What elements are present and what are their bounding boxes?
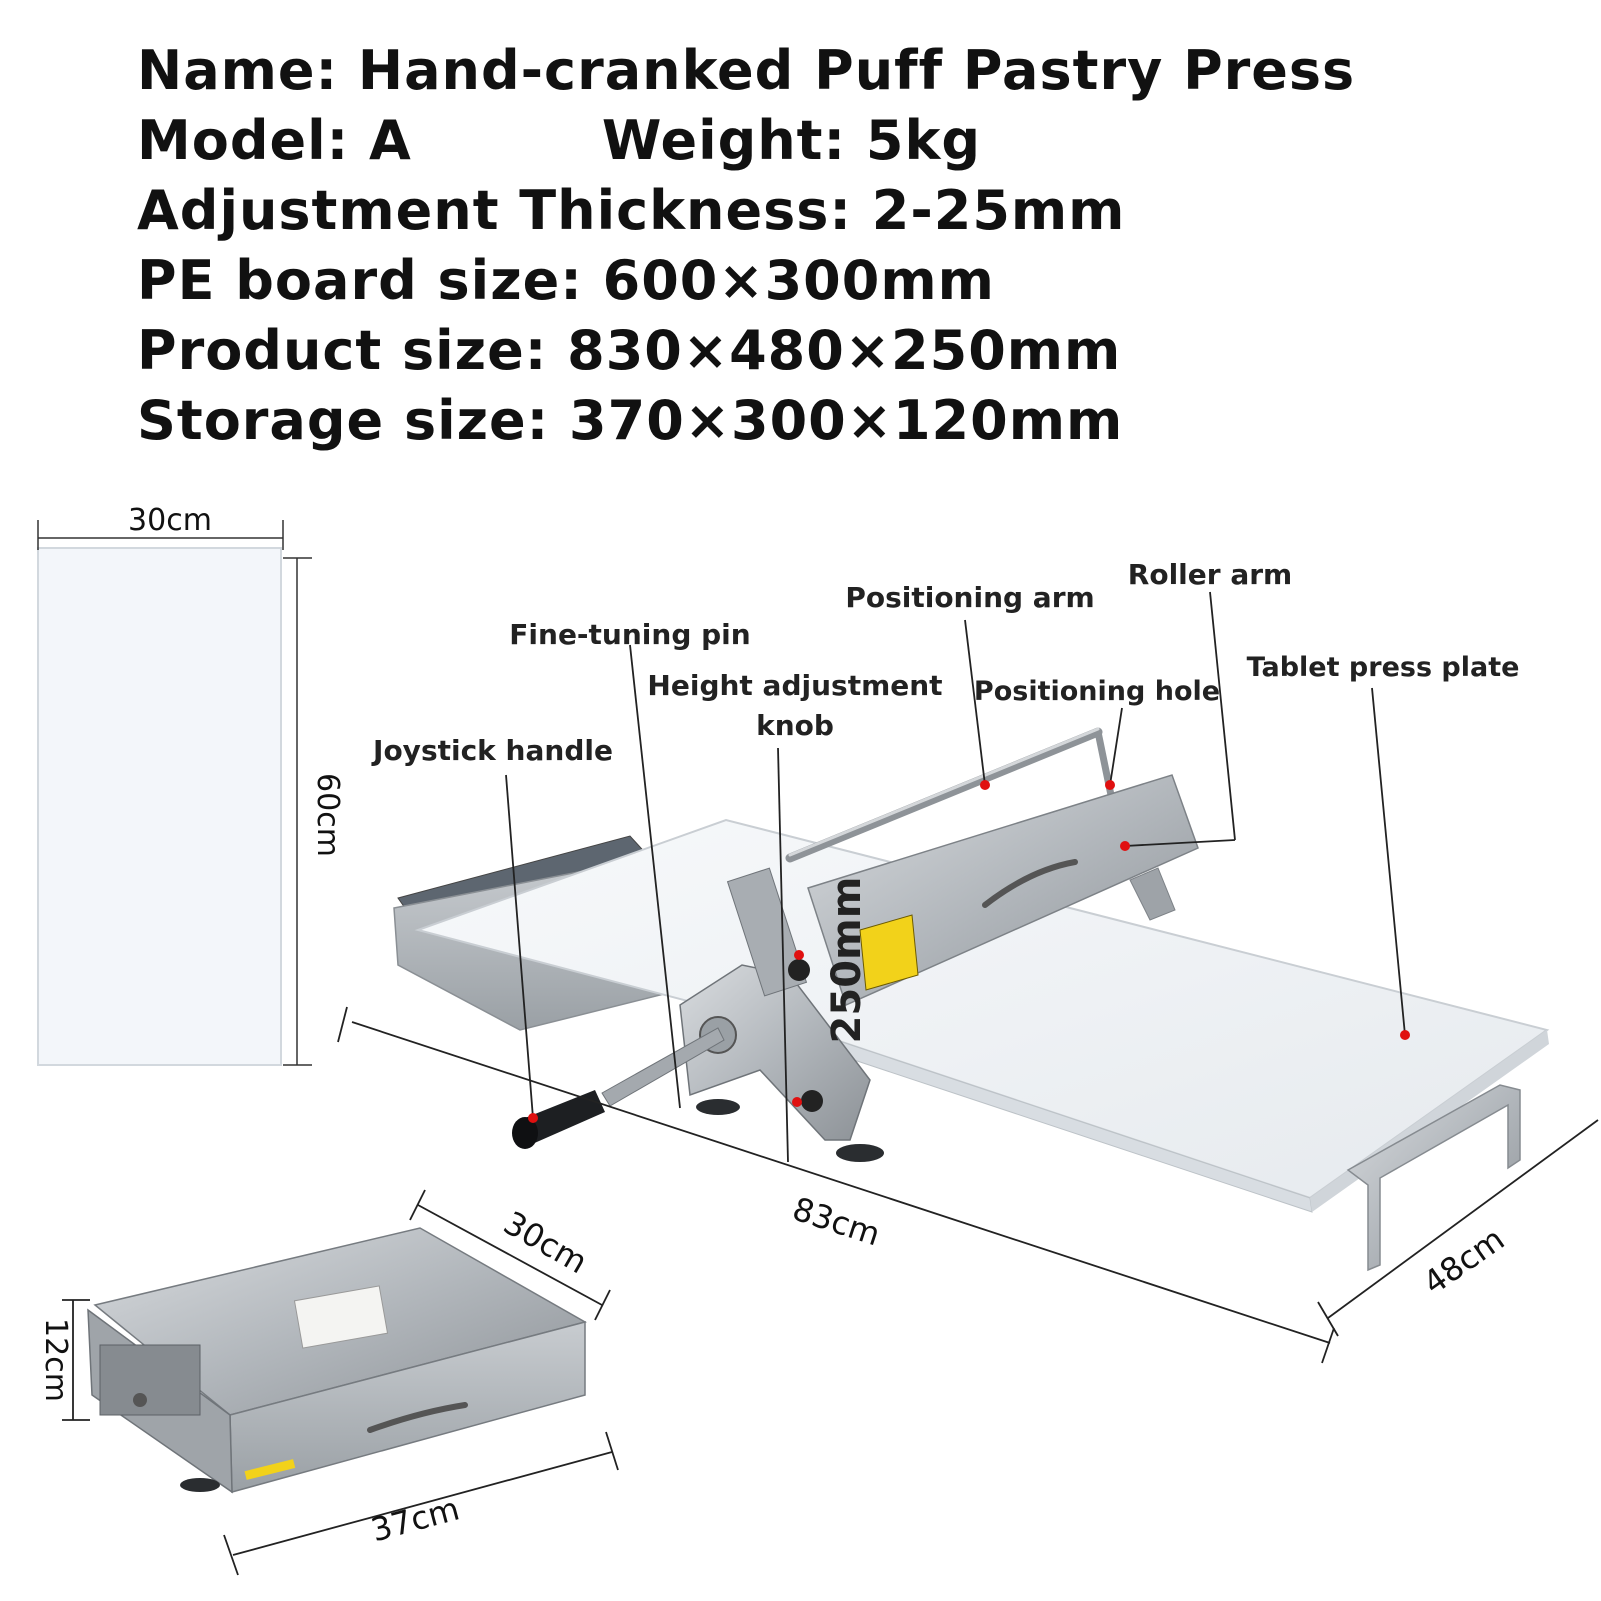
depth-dimension [1317,1119,1599,1337]
storage-box: 30cm 12cm 37cm [38,1189,619,1576]
spec-pe-board: PE board size: 600×300mm [137,249,995,312]
storage-box-handle [367,1402,468,1433]
leader-positioning-hole [1109,707,1123,786]
pe-board: 30cm 60cm [37,503,345,1066]
machine-depth-label: 48cm [1416,1220,1511,1302]
marker-roller-arm [1120,841,1130,851]
marker-dots [528,780,1410,1123]
right-support [1346,1084,1521,1272]
label-tablet-press-plate: Tablet press plate [1247,652,1520,683]
spec-storage-size: Storage size: 370×300×120mm [137,389,1124,452]
label-positioning-hole: Positioning hole [974,676,1220,707]
leader-positioning-arm [964,619,986,786]
height-knob-top [788,959,810,981]
storage-width-label: 37cm [367,1489,463,1549]
storage-height-dimension [62,1299,90,1421]
storage-warning-strip [244,1459,296,1480]
label-height-adjustment: Height adjustment [647,669,942,702]
storage-depth-label: 30cm [497,1204,593,1282]
marker-fine-tuning-pin [792,1097,802,1107]
label-height-adjustment-knob: knob [756,709,834,742]
spec-model-weight: Model: A Weight: 5kg [137,106,1355,176]
spec-weight: Weight: 5kg [601,109,982,172]
spec-model: Model: A [137,109,412,172]
machine-height-label: 250mm [824,877,870,1044]
storage-box-sticker [293,1285,389,1349]
suction-foot-center [836,1144,884,1162]
storage-box-mechanism [99,1344,201,1416]
leader-fine-tuning-pin [629,644,681,1109]
roller-handle-slot [982,859,1078,908]
leader-joystick-handle [505,774,534,1119]
leader-tablet-press-plate [1371,687,1406,1036]
height-column [726,867,808,997]
storage-foot [180,1478,220,1492]
spec-name: Name: Hand-cranked Puff Pastry Press [137,39,1356,102]
positioning-arm-rod [785,727,1103,863]
label-roller-arm: Roller arm [1128,558,1292,591]
pe-board-sheet [37,547,282,1066]
marker-joystick-handle [528,1113,538,1123]
board-height-label: 60cm [310,773,345,857]
marker-positioning-hole [1105,780,1115,790]
joystick-grip [520,1090,605,1145]
spec-product-size: Product size: 830×480×250mm [137,319,1122,382]
label-positioning-arm: Positioning arm [845,581,1094,614]
height-knob-bottom [801,1090,823,1112]
spec-block: Name: Hand-cranked Puff Pastry Press Mod… [137,36,1355,456]
label-joystick-handle: Joystick handle [371,734,613,767]
storage-depth-dimension [409,1189,611,1321]
marker-tablet-press-plate [1400,1030,1410,1040]
crank-arm [601,1027,725,1107]
length-dimension [337,1006,1335,1364]
label-fine-tuning-pin: Fine-tuning pin [509,618,750,651]
leader-roller-arm-v [1209,591,1236,841]
machine-length-label: 83cm [788,1190,885,1254]
spec-thickness: Adjustment Thickness: 2-25mm [137,179,1126,242]
storage-width-dimension [223,1431,619,1576]
leader-height-knob [777,747,789,1163]
board-width-label: 30cm [128,503,212,538]
leader-lines [505,591,1406,1163]
marker-height-knob [794,950,804,960]
leader-roller-arm-h [1124,839,1236,847]
suction-foot-left [696,1099,740,1115]
warning-sticker [859,914,919,991]
storage-height-label: 12cm [38,1318,73,1402]
marker-positioning-arm [980,780,990,790]
